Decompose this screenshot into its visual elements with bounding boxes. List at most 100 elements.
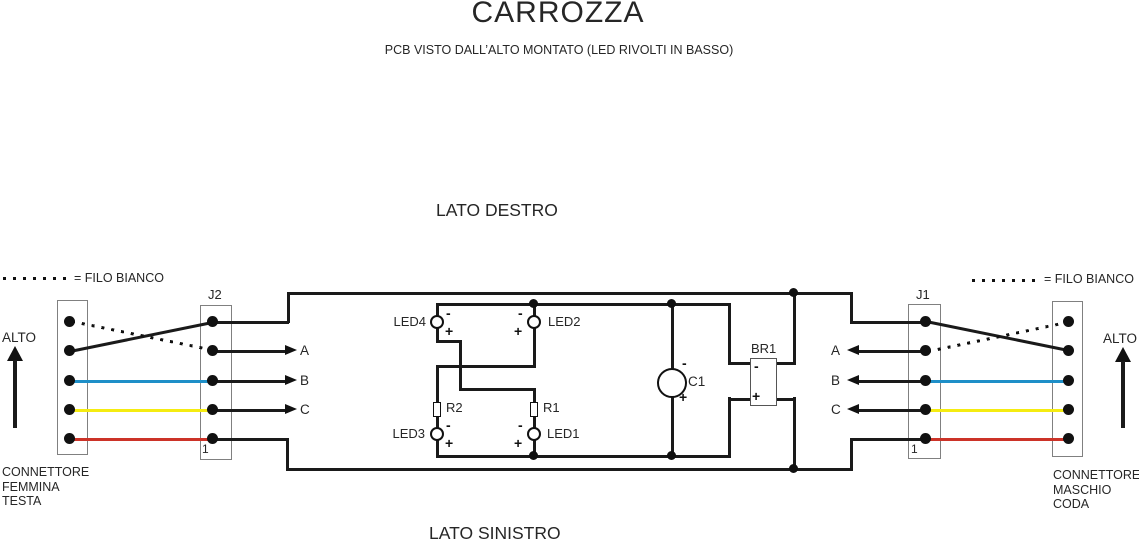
alto-left-arrow-icon <box>7 346 23 361</box>
junction-led2-negbus <box>529 299 538 308</box>
pin-j2-3 <box>207 375 218 386</box>
signal-c-left-label: C <box>300 402 310 417</box>
pin-right-conn-4 <box>1063 404 1074 415</box>
led2-minus: - <box>518 305 523 321</box>
wire-br1-to-bottom-rail <box>793 397 796 470</box>
pin-left-conn-4 <box>64 404 75 415</box>
arrow-c-left-head <box>285 404 297 414</box>
resistor-r2-label: R2 <box>446 400 463 415</box>
pin-j1-1 <box>920 316 931 327</box>
led3-label: LED3 <box>392 426 425 441</box>
legend-left-dotted-line <box>3 277 67 280</box>
bridge-rectifier-br1-label: BR1 <box>751 341 777 356</box>
wire-r2-feed <box>436 365 439 404</box>
led3-minus: - <box>446 417 451 433</box>
pin-j1-2 <box>920 345 931 356</box>
connector-right-caption: CONNETTORE MASCHIO CODA <box>1053 468 1139 512</box>
led1-plus: + <box>514 435 523 451</box>
br1-minus: - <box>754 358 759 374</box>
wire-top-rail-left-corner <box>287 292 290 323</box>
pin-j2-2 <box>207 345 218 356</box>
connector-left-caption-line2: FEMMINA <box>2 479 60 494</box>
arrow-b-right-shaft <box>859 380 926 383</box>
wire-red-left <box>70 438 213 441</box>
arrow-c-left-shaft <box>213 409 285 412</box>
junction-br1-bottomrail <box>789 464 798 473</box>
led2-symbol <box>527 315 541 329</box>
led4-minus: - <box>446 305 451 321</box>
wire-bottom-rail-right-corner <box>850 438 853 471</box>
legend-left-label: = FILO BIANCO <box>74 271 164 285</box>
wire-br1-left-top <box>728 362 751 365</box>
wire-j1-pin1-feed <box>850 321 926 324</box>
wire-yellow-right <box>926 409 1069 412</box>
wire-yellow-left <box>70 409 213 412</box>
led1-symbol <box>527 427 541 441</box>
capacitor-c1-label: C1 <box>688 374 706 389</box>
pin-j1-5 <box>920 433 931 444</box>
wire-blue-left <box>70 380 213 383</box>
capacitor-c1-symbol <box>657 368 687 398</box>
wire-r1-to-led1 <box>533 416 536 429</box>
br1-plus: + <box>752 388 761 404</box>
connector-male-tail-body <box>1052 301 1083 457</box>
pin-right-conn-5 <box>1063 433 1074 444</box>
pin-left-conn-5 <box>64 433 75 444</box>
connector-j2-label: J2 <box>208 287 222 302</box>
wire-led4-step <box>436 340 462 343</box>
c1-plus: + <box>679 389 688 405</box>
led2-label: LED2 <box>548 314 581 329</box>
wire-r1-feed <box>533 388 536 404</box>
connector-left-caption-line1: CONNETTORE <box>2 465 90 479</box>
wire-blue-right <box>926 380 1069 383</box>
led1-minus: - <box>518 417 523 433</box>
wire-br1-right-top <box>776 362 796 365</box>
resistor-r1 <box>530 402 538 417</box>
page-subtitle: PCB VISTO DALL’ALTO MONTATO (LED RIVOLTI… <box>384 43 734 57</box>
arrow-b-right-head <box>847 375 859 385</box>
led4-plus: + <box>445 323 454 339</box>
wire-j2-pin5-feed <box>213 438 289 441</box>
led1-label: LED1 <box>547 426 580 441</box>
wire-br1-to-top-rail <box>793 292 796 364</box>
connector-right-caption-line2: MASCHIO <box>1053 482 1112 497</box>
alto-right-label: ALTO <box>1103 331 1138 346</box>
wire-negative-bus-corner <box>728 303 731 364</box>
pin-left-conn-1 <box>64 316 75 327</box>
led4-label: LED4 <box>393 314 426 329</box>
junction-c1-negbus <box>667 299 676 308</box>
led2-plus: + <box>514 323 523 339</box>
legend-right-label: = FILO BIANCO <box>1044 272 1134 286</box>
wire-negative-bus <box>436 303 731 306</box>
connector-left-caption-line3: TESTA <box>2 494 42 509</box>
wire-led3-to-bus <box>436 440 439 457</box>
alto-left-arrow-shaft <box>13 360 17 428</box>
arrow-c-right-shaft <box>859 409 926 412</box>
connector-j1-pin1-mark: 1 <box>911 442 918 456</box>
wire-r2-to-led3 <box>436 416 439 429</box>
wire-led2-to-r2 <box>436 365 536 368</box>
pin-j1-3 <box>920 375 931 386</box>
wire-top-rail <box>287 292 853 295</box>
pin-j2-4 <box>207 404 218 415</box>
label-lato-destro: LATO DESTRO <box>436 200 558 220</box>
arrow-a-right-head <box>847 345 859 355</box>
wire-led2-anode-down <box>533 328 536 367</box>
arrow-a-left-shaft <box>213 350 285 353</box>
junction-br1-toprail <box>789 288 798 297</box>
arrow-c-right-head <box>847 404 859 414</box>
wire-br1-left-bottom <box>728 398 751 401</box>
wire-led1-to-bus <box>533 440 536 457</box>
wire-c1-top <box>671 303 674 370</box>
alto-right-arrow-icon <box>1115 347 1131 362</box>
alto-right-arrow-shaft <box>1121 361 1125 428</box>
wire-j2-pin1-feed <box>213 321 289 324</box>
wire-bottom-rail <box>287 468 853 471</box>
pin-right-conn-2 <box>1063 345 1074 356</box>
wire-positive-bus-corner <box>728 397 731 457</box>
led4-symbol <box>430 315 444 329</box>
junction-c1-posbus <box>667 451 676 460</box>
wire-led4-top-stub <box>436 303 439 317</box>
signal-c-right-label: C <box>831 402 841 417</box>
